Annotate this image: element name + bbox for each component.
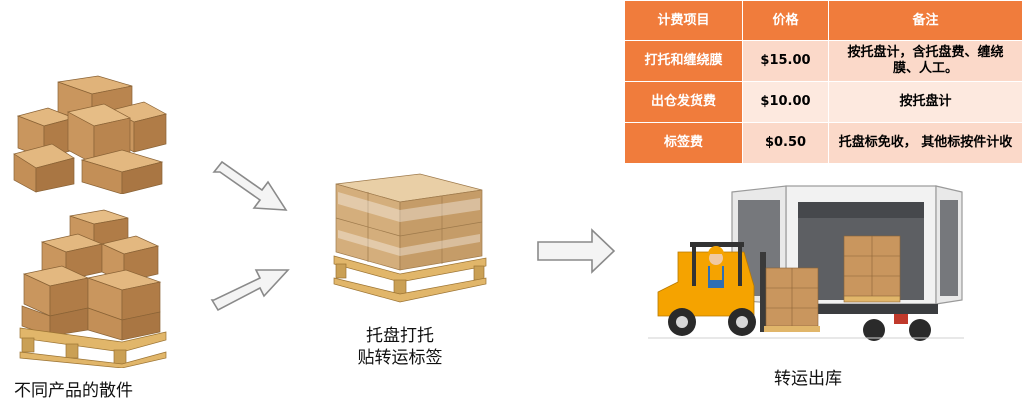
price-cell: $0.50 [743,123,829,164]
price-cell: $10.00 [743,82,829,123]
fee-item-cell: 打托和缠绕膜 [625,41,743,82]
note-cell: 托盘标免收， 其他标按件计收 [829,123,1023,164]
loose-items-caption: 不同产品的散件 [14,376,164,401]
note-cell: 按托盘计，含托盘费、缠绕膜、人工。 [829,41,1023,82]
header-note: 备注 [829,1,1023,41]
fee-item-cell: 出仓发货费 [625,82,743,123]
note-cell: 按托盘计 [829,82,1023,123]
table-row: 出仓发货费 $10.00 按托盘计 [625,82,1023,123]
forklift-truck-illustration [648,182,964,344]
palletize-caption-line1: 托盘打托 [340,325,460,347]
table-row: 标签费 $0.50 托盘标免收， 其他标按件计收 [625,123,1023,164]
price-cell: $15.00 [743,41,829,82]
header-fee-item: 计费项目 [625,1,743,41]
arrow-icon [210,264,292,316]
fee-table: 计费项目 价格 备注 打托和缠绕膜 $15.00 按托盘计，含托盘费、缠绕膜、人… [624,0,1023,164]
palletize-caption: 托盘打托 贴转运标签 [340,325,460,369]
header-price: 价格 [743,1,829,41]
wrapped-pallet-illustration [330,170,490,304]
palletize-caption-line2: 贴转运标签 [340,347,460,369]
outbound-caption: 转运出库 [748,364,868,389]
loose-boxes-illustration [12,72,168,194]
arrow-icon [212,158,290,214]
arrow-icon [536,228,616,274]
boxes-on-pallet-illustration [18,208,168,368]
fee-table-header-row: 计费项目 价格 备注 [625,1,1023,41]
fee-item-cell: 标签费 [625,123,743,164]
table-row: 打托和缠绕膜 $15.00 按托盘计，含托盘费、缠绕膜、人工。 [625,41,1023,82]
